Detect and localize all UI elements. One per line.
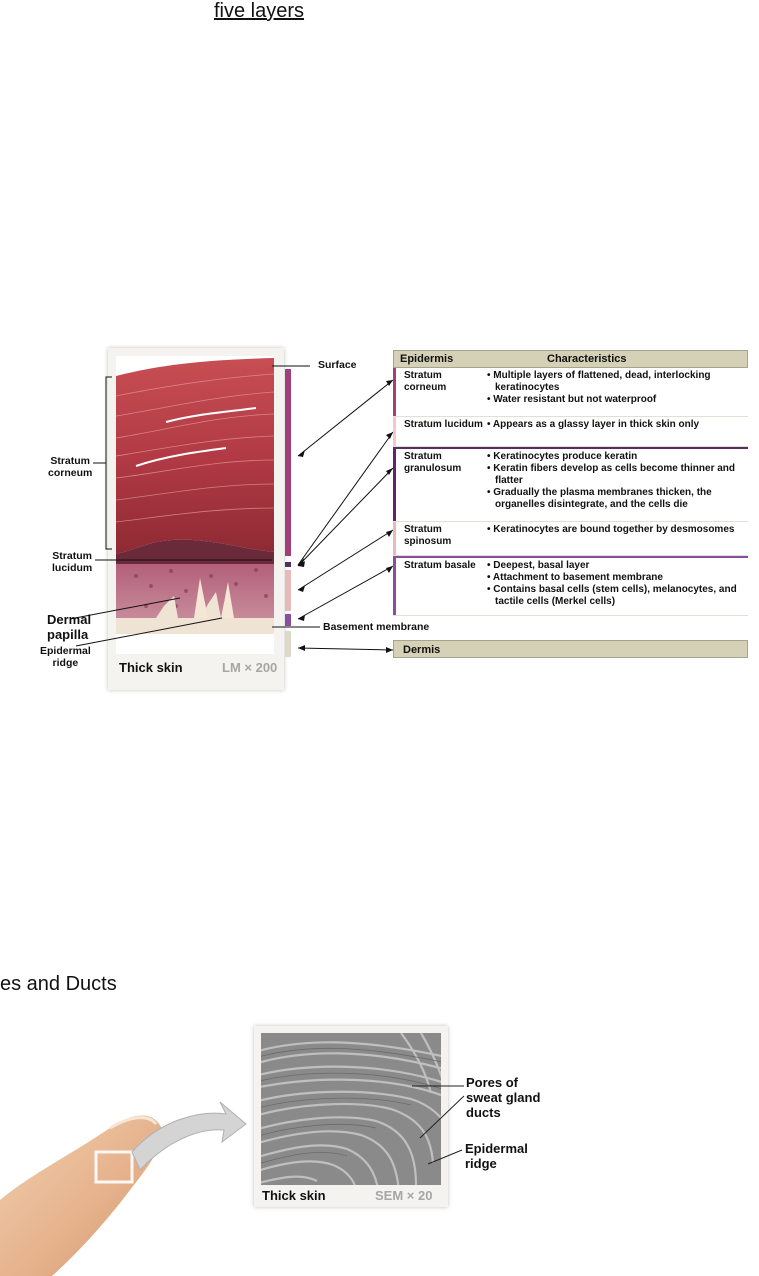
table-row: Stratum granulosum • Keratinocytes produ… <box>393 447 748 522</box>
basement-membrane-label: Basement membrane <box>323 621 430 633</box>
connector-lines <box>69 365 394 653</box>
spinosum-bar <box>285 570 291 611</box>
fingerprint-sem-image <box>261 1033 441 1185</box>
section-heading-five-layers: five layers <box>214 0 305 22</box>
basale-bar <box>285 614 291 626</box>
zoom-arrow <box>131 1101 247 1171</box>
table-row: Stratum lucidum • Appears as a glassy la… <box>393 417 748 447</box>
row-characteristics: • Multiple layers of flattened, dead, in… <box>487 370 711 405</box>
epidermis-table: Epidermis Characteristics Stratum corneu… <box>393 350 748 616</box>
thick-skin-micrograph <box>116 356 274 654</box>
sem-connector-lines <box>412 1085 465 1165</box>
surface-label: Surface <box>318 359 357 371</box>
granulosum-bar <box>285 562 291 567</box>
row-layer-name: Stratum lucidum <box>404 419 483 430</box>
header-characteristics: Characteristics <box>547 353 627 365</box>
row-layer-name: Stratum corneum <box>404 370 447 393</box>
dermis-bar <box>285 631 291 657</box>
row-color-bar <box>393 449 396 521</box>
sem-magnification: SEM × 20 <box>375 1188 433 1203</box>
row-color-bar <box>393 417 396 446</box>
table-row: Stratum basale • Deepest, basal layer • … <box>393 556 748 616</box>
row-color-bar <box>393 558 396 615</box>
zoom-region-box <box>94 1150 134 1184</box>
dermis-row: Dermis <box>393 640 748 658</box>
header-epidermis: Epidermis <box>400 353 454 365</box>
row-color-bar <box>393 368 396 416</box>
row-characteristics: • Keratinocytes produce keratin • Kerati… <box>487 451 736 510</box>
row-layer-name: Stratum spinosum <box>404 524 452 547</box>
sem-caption: Thick skin <box>262 1188 326 1203</box>
row-layer-name: Stratum granulosum <box>404 451 462 474</box>
row-characteristics: • Keratinocytes are bound together by de… <box>487 524 735 535</box>
corneum-bar <box>285 369 291 556</box>
table-row: Stratum spinosum • Keratinocytes are bou… <box>393 522 748 556</box>
histology-magnification: LM × 200 <box>222 660 278 675</box>
section-heading-glands-ducts: es and Ducts <box>0 973 117 995</box>
table-header: Epidermis Characteristics <box>393 350 748 368</box>
fingertip-illustration <box>0 1101 247 1276</box>
row-characteristics: • Appears as a glassy layer in thick ski… <box>487 419 700 430</box>
histology-caption: Thick skin <box>119 660 183 675</box>
row-color-bar <box>393 522 396 555</box>
row-layer-name: Stratum basale <box>404 560 476 571</box>
row-characteristics: • Deepest, basal layer • Attachment to b… <box>487 560 737 607</box>
table-row: Stratum corneum • Multiple layers of fla… <box>393 368 748 417</box>
